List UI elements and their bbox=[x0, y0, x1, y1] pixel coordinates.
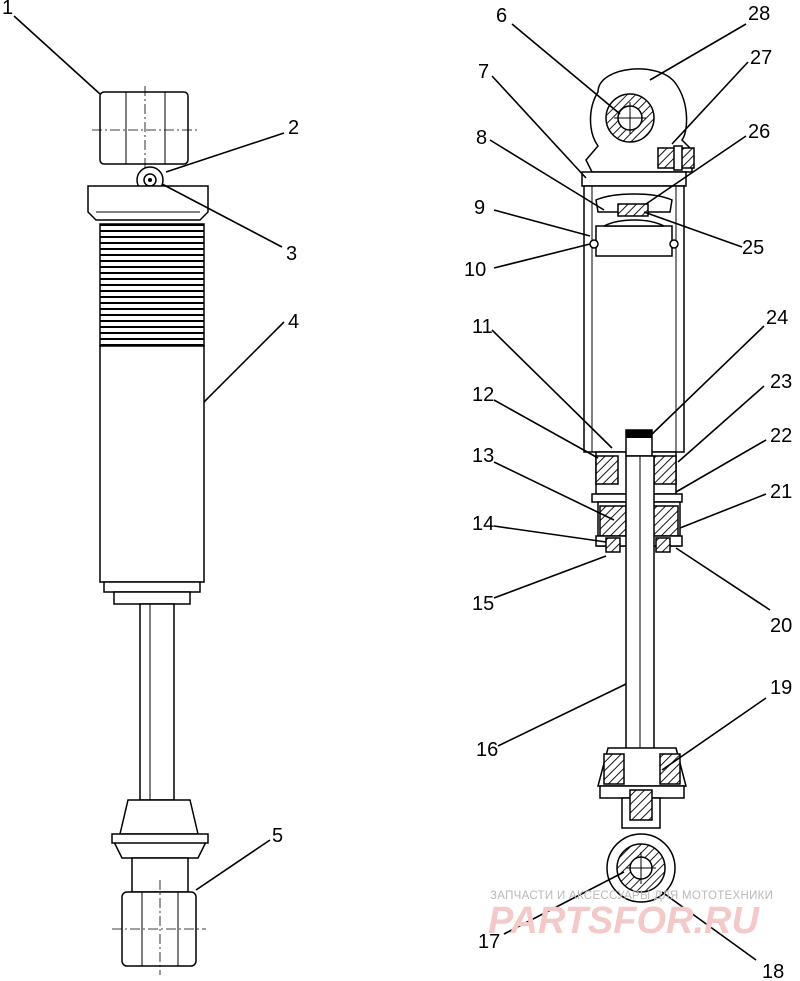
callout-13: 13 bbox=[472, 445, 494, 467]
separator-piston bbox=[595, 225, 673, 257]
callout-1: 1 bbox=[2, 0, 13, 19]
callout-8: 8 bbox=[476, 127, 487, 149]
callout-15: 15 bbox=[472, 593, 494, 615]
watermark: ЗАПЧАСТИ И АКСЕССУАРЫ ДЛЯ МОТОТЕХНИКИ PA… bbox=[488, 890, 773, 942]
callout-11: 11 bbox=[472, 316, 493, 338]
watermark-logo: PARTSFOR.RU bbox=[488, 900, 760, 942]
callout-20: 20 bbox=[770, 615, 792, 637]
callout-22: 22 bbox=[770, 425, 792, 447]
callout-9: 9 bbox=[474, 197, 485, 219]
callout-24: 24 bbox=[766, 307, 788, 329]
callout-3: 3 bbox=[286, 243, 297, 265]
callout-25: 25 bbox=[742, 237, 764, 259]
upper-mount-eye bbox=[99, 91, 189, 165]
callout-26: 26 bbox=[748, 121, 770, 143]
callout-21: 21 bbox=[770, 481, 792, 503]
callout-7: 7 bbox=[478, 61, 489, 83]
callout-18: 18 bbox=[762, 961, 784, 981]
piston-rod-external bbox=[139, 603, 175, 801]
callout-6: 6 bbox=[496, 5, 507, 27]
upper-cap bbox=[87, 185, 209, 221]
callout-14: 14 bbox=[472, 513, 494, 535]
callout-23: 23 bbox=[770, 371, 792, 393]
callout-27: 27 bbox=[750, 47, 772, 69]
callout-10: 10 bbox=[464, 259, 486, 281]
callout-2: 2 bbox=[288, 117, 299, 139]
callout-5: 5 bbox=[272, 825, 283, 847]
section-view bbox=[581, 68, 695, 903]
bump-stop bbox=[119, 799, 199, 835]
leader-lines bbox=[13, 15, 771, 961]
callout-4: 4 bbox=[288, 311, 299, 333]
callout-28: 28 bbox=[748, 3, 770, 25]
body-cylinder bbox=[99, 345, 205, 583]
external-view bbox=[87, 86, 209, 975]
callout-19: 19 bbox=[770, 677, 792, 699]
watermark-tagline: ЗАПЧАСТИ И АКСЕССУАРЫ ДЛЯ МОТОТЕХНИКИ bbox=[490, 890, 773, 902]
callout-16: 16 bbox=[476, 739, 498, 761]
callout-17: 17 bbox=[478, 931, 500, 953]
ribbed-reservoir bbox=[99, 223, 205, 347]
callout-12: 12 bbox=[472, 384, 494, 406]
